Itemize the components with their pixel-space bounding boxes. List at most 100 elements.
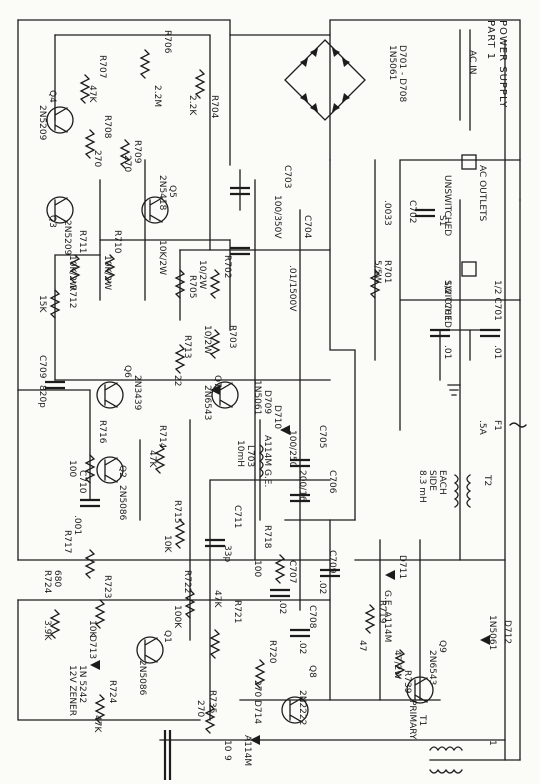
c711-label: C711 <box>232 505 242 528</box>
outlet-symbols <box>461 154 477 277</box>
r714-label: R714 <box>157 425 167 449</box>
d710-value: A114M G.E. <box>262 435 272 487</box>
r707-label: R707 <box>97 55 107 78</box>
r724b-value: 47K <box>92 715 102 733</box>
transistor-q8 <box>281 696 309 724</box>
r711-value: 10K/2W <box>67 255 77 290</box>
r706-value: 2.2M <box>152 85 162 107</box>
r714-value: 47K <box>147 450 157 468</box>
d711-label: D711 <box>397 555 407 579</box>
r722-label: R722 <box>182 570 192 593</box>
bridge-rectifier <box>284 39 366 121</box>
resistors <box>49 49 406 734</box>
q5-label: Q5 <box>167 185 177 198</box>
q8-label: Q8 <box>307 665 317 678</box>
d714-value: A114M <box>242 735 252 766</box>
q5-value: 2N5418 <box>157 175 167 211</box>
r702-value: 10/2W <box>197 260 207 289</box>
r721-label: R721 <box>232 600 242 623</box>
r713-value: 22 <box>172 375 182 386</box>
d713-zener: 12V ZENER <box>67 665 77 716</box>
r716-value: 100 <box>67 460 77 477</box>
r724-label: R724 <box>42 570 52 594</box>
c703-label: C703 <box>282 165 292 188</box>
d701-label: D701 - D708 <box>397 45 407 102</box>
r702-label: R702 <box>222 255 232 278</box>
r703-value: 10/2W <box>202 325 212 354</box>
r717-value: 680 <box>52 570 62 587</box>
q4-value: 2N5209 <box>37 105 47 141</box>
r719-label: R719 <box>377 600 387 624</box>
t2-label: T2 <box>482 474 492 486</box>
q9-value: 2N6543 <box>427 650 437 685</box>
r735-value: 270 <box>195 700 205 717</box>
c709b-label: C709 <box>327 550 337 574</box>
transistor-q9 <box>406 676 434 704</box>
c701b-value: .01 <box>442 345 452 359</box>
r716-label: R716 <box>97 420 107 444</box>
c709-value: 820p <box>37 385 47 408</box>
r718-value: 100 <box>252 560 262 577</box>
q3-label: Q3 <box>47 215 57 228</box>
r712-value: 15K <box>37 295 47 313</box>
c701a-value: .01 <box>492 345 502 359</box>
ac-in-label: AC IN <box>467 50 477 75</box>
r708-label: R708 <box>102 115 112 139</box>
r701-label: R701 <box>382 260 392 283</box>
r724-value: 3.9K <box>42 620 52 641</box>
diodes <box>90 385 490 745</box>
switched-label: SWITCHED <box>442 280 452 328</box>
l703-value: 10mH <box>235 440 245 467</box>
q1-label: Q1 <box>162 630 172 643</box>
c709-label: C709 <box>37 355 47 379</box>
c710-label: C710 <box>77 470 87 494</box>
transistor-q2 <box>96 456 124 484</box>
c702-label: C702 <box>407 200 417 223</box>
transistor-q4 <box>46 106 74 134</box>
r718-label: R718 <box>262 525 272 549</box>
c707-label: C707 <box>287 560 297 583</box>
pin-9: 9 <box>222 755 232 761</box>
q6-value: 2N3439 <box>132 375 142 411</box>
r709-value: 270 <box>122 155 132 172</box>
l703-label: L703 <box>245 445 255 467</box>
c705-value: 100/250 <box>287 430 297 468</box>
c711-value: 33p <box>222 545 232 562</box>
pin-1: 1 <box>487 740 497 746</box>
q1-value: 2N5086 <box>137 660 147 696</box>
c706-value: 200/16 <box>297 470 307 502</box>
r710-label: R710 <box>112 230 122 254</box>
f1-label: F1 <box>492 420 502 431</box>
c702-value: .0033 <box>382 200 392 226</box>
t1-label: T1 <box>417 714 427 726</box>
d711-value: G.E. A114M <box>382 590 392 642</box>
q2-label: Q2 <box>117 465 127 478</box>
c704-label: C704 <box>302 215 312 239</box>
s1-label: S1 <box>437 215 447 226</box>
d713-value: 1N 5242 <box>77 665 87 703</box>
d712-value: 1N5061 <box>487 615 497 650</box>
r723-value: 10K <box>87 620 97 638</box>
title-line1: POWER SUPPLY <box>497 20 508 108</box>
r705-label: R705 <box>187 275 197 298</box>
c708-value: .02 <box>297 640 307 654</box>
pin-10: 10 <box>222 740 232 752</box>
q8-value: 2N2222 <box>297 690 307 725</box>
c706-label: C706 <box>327 470 337 494</box>
t2-line3: 8.3 mH <box>417 470 427 503</box>
r705-value: 10K/2W <box>157 240 167 275</box>
c710-value: .001 <box>72 515 82 535</box>
r717-label: R717 <box>62 530 72 553</box>
f1-value: .5A <box>477 420 487 436</box>
transistor-q1 <box>136 636 164 664</box>
d714-label: D714 <box>252 700 262 724</box>
c709b-value: .02 <box>317 580 327 594</box>
c705-label: C705 <box>317 425 327 448</box>
r719-value: 47 <box>357 640 367 651</box>
r709-label: R709 <box>132 140 142 164</box>
t2-line1: EACH <box>437 470 447 495</box>
c707-value: .02 <box>277 600 287 614</box>
r722-value: 100K <box>172 605 182 629</box>
transistor-q6 <box>96 381 124 409</box>
